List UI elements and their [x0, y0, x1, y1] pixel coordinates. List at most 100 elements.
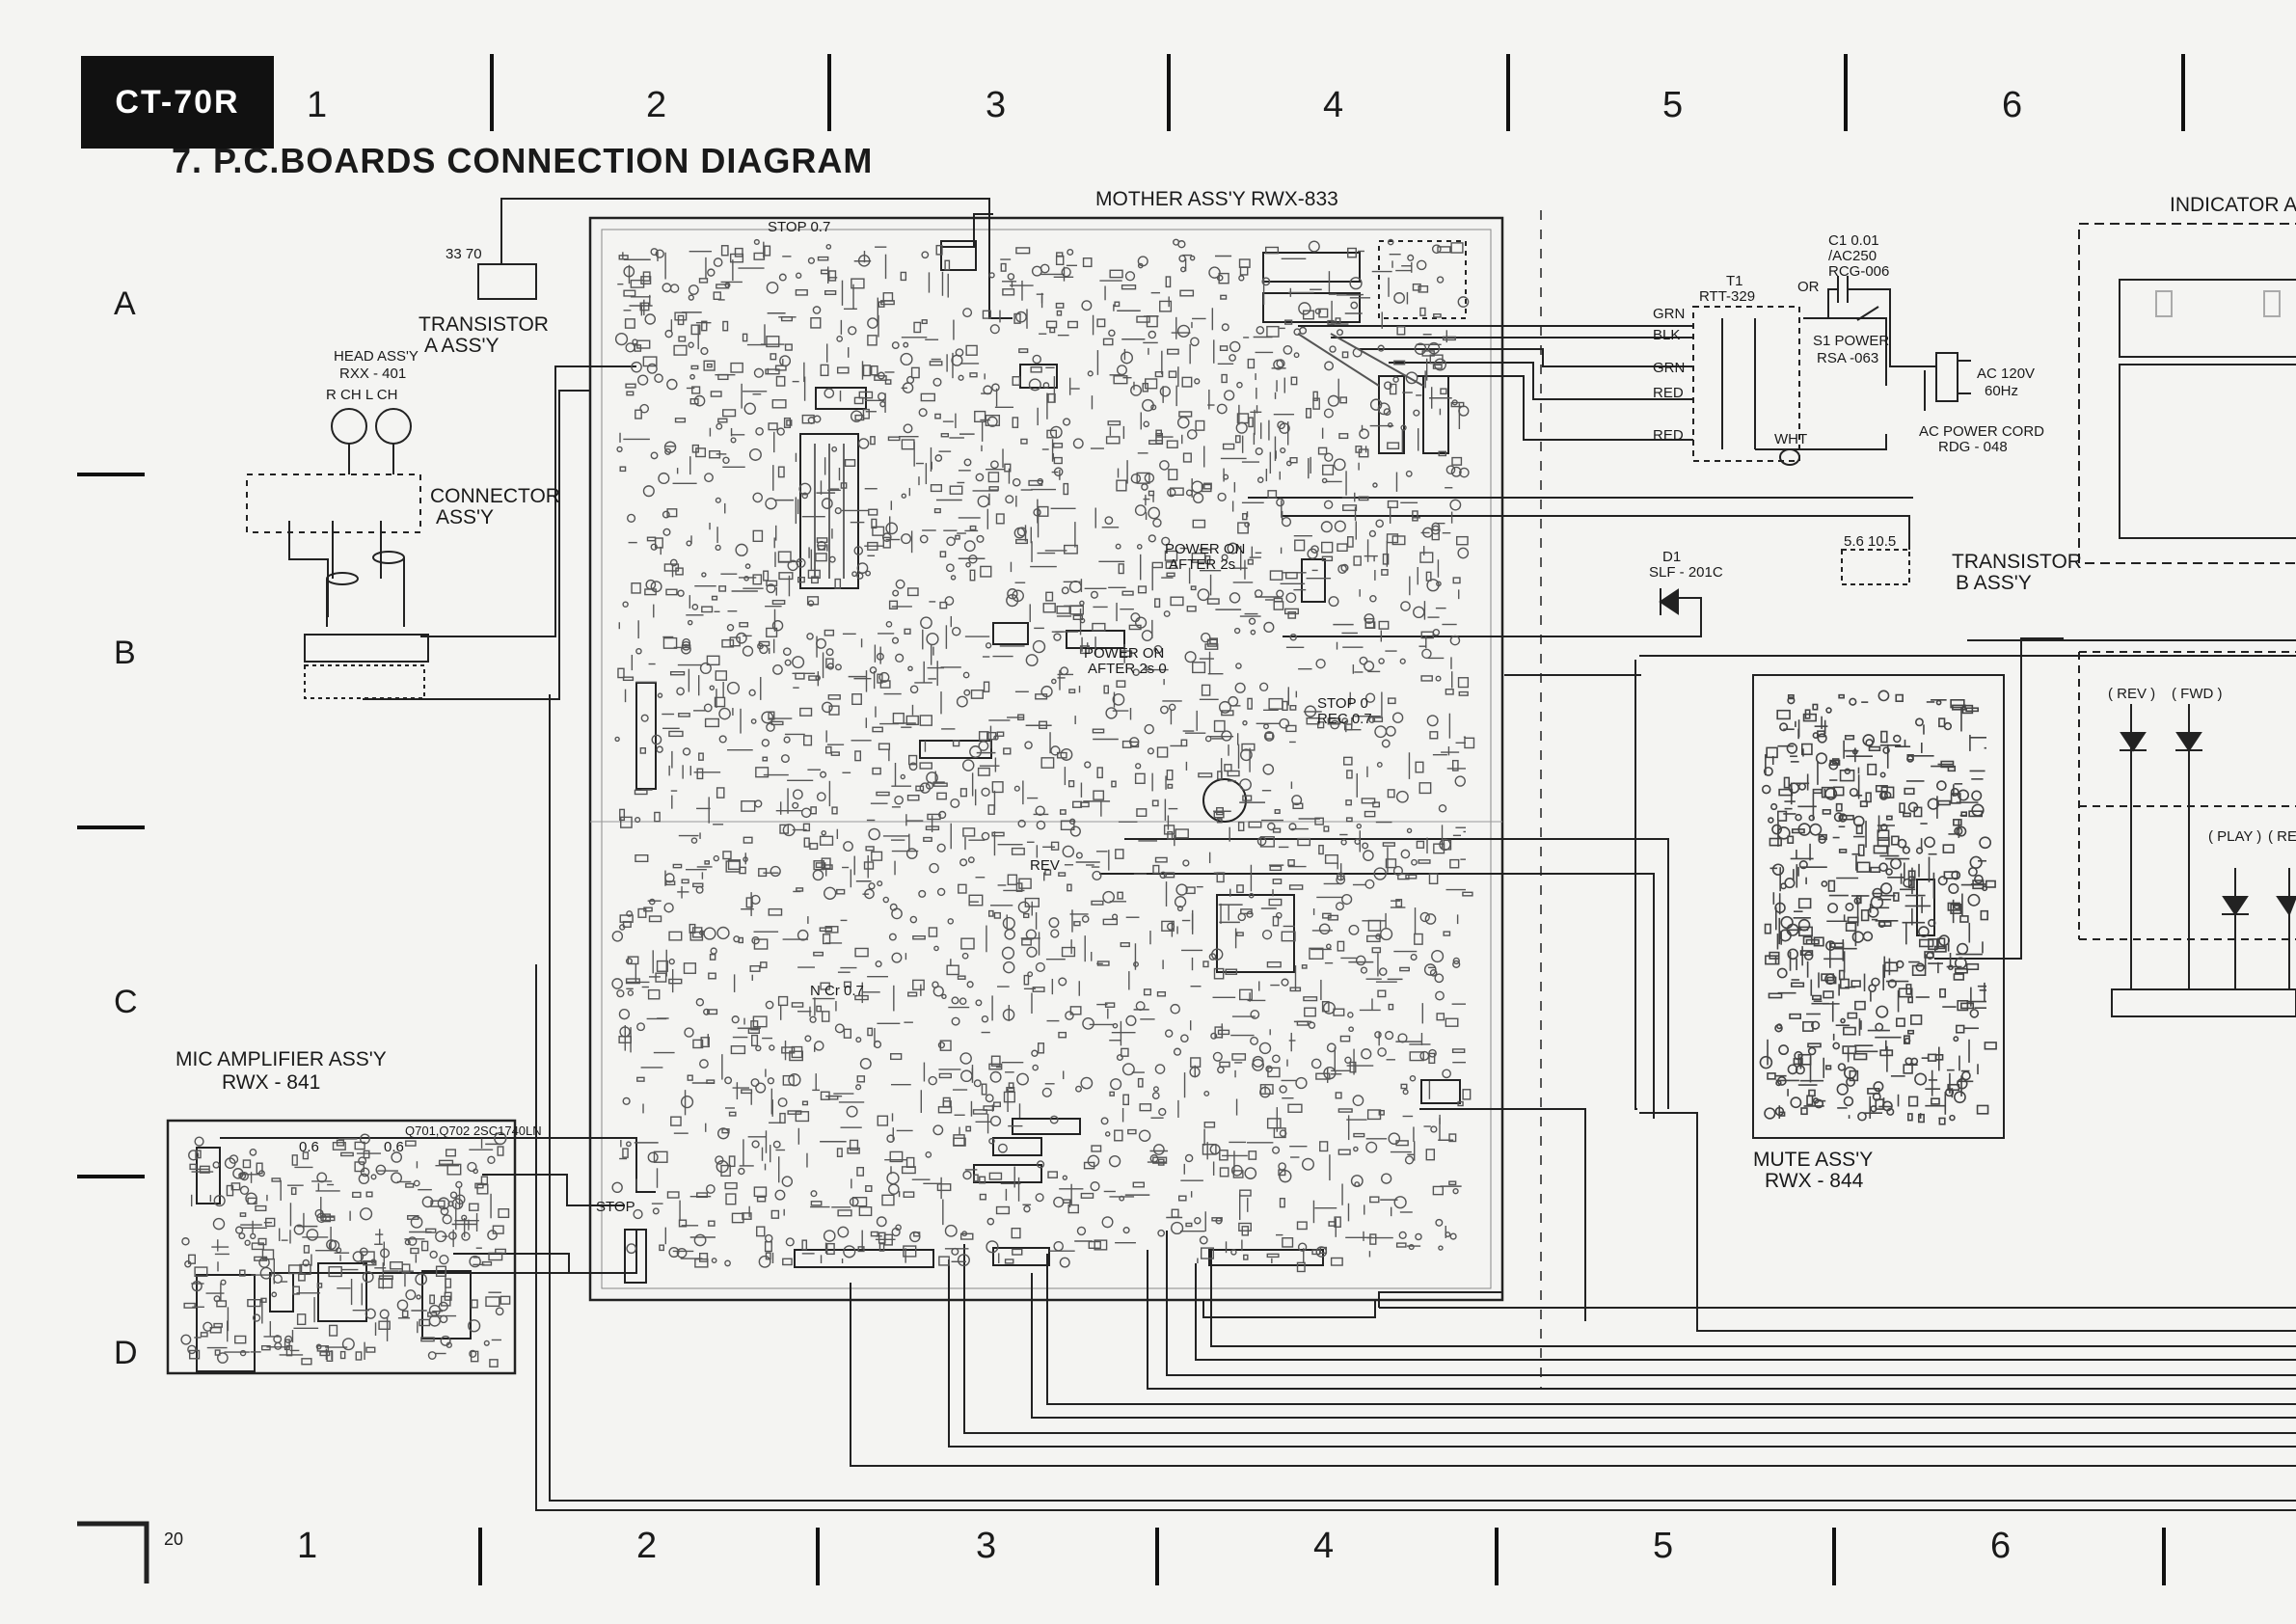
pcb-trace	[862, 408, 870, 420]
pcb-trace	[292, 1286, 301, 1295]
pcb-trace	[1153, 1144, 1165, 1155]
pcb-trace	[1265, 1065, 1273, 1073]
pcb-trace	[188, 1150, 200, 1161]
pcb-trace	[725, 1193, 737, 1205]
pcb-trace	[979, 1176, 986, 1184]
pcb-trace	[1200, 1247, 1215, 1259]
pcb-trace	[483, 1340, 490, 1346]
pcb-trace	[1341, 893, 1353, 906]
pcb-trace	[1958, 789, 1970, 801]
pcb-trace	[1337, 543, 1348, 553]
pcb-trace	[1138, 1129, 1151, 1142]
pcb-trace	[1432, 364, 1443, 369]
pcb-trace	[1393, 292, 1406, 304]
pcb-trace	[1141, 483, 1148, 491]
pcb-trace	[1287, 1103, 1303, 1113]
pcb-trace	[900, 271, 907, 282]
pcb-trace	[239, 1349, 247, 1357]
pcb-trace	[625, 958, 633, 965]
voltage-note: 0.6	[299, 1139, 319, 1155]
pcb-trace	[686, 540, 692, 547]
pcb-trace	[1971, 790, 1983, 801]
pcb-trace	[881, 1194, 895, 1206]
pcb-trace	[1189, 255, 1196, 261]
pcb-trace	[1227, 542, 1239, 555]
pcb-trace	[751, 1034, 759, 1047]
pcb-trace	[1969, 1009, 1980, 1018]
pcb-trace	[792, 789, 803, 800]
pcb-trace	[953, 1134, 965, 1147]
pcb-trace	[938, 1256, 950, 1266]
pcb-trace	[946, 536, 956, 547]
pcb-trace	[1323, 500, 1334, 510]
pcb-trace	[742, 645, 754, 657]
pcb-trace	[1170, 1003, 1180, 1015]
pcb-trace	[1364, 879, 1375, 889]
pcb-trace	[766, 627, 778, 637]
pcb-trace	[489, 1359, 499, 1367]
pcb-trace	[1228, 695, 1239, 707]
pcb-trace	[1017, 714, 1025, 721]
pcb-trace	[926, 632, 939, 646]
pcb-trace	[497, 1146, 504, 1156]
pcb-trace	[1301, 1157, 1315, 1171]
pcb-trace	[1185, 1222, 1193, 1228]
pcb-trace	[1436, 581, 1442, 587]
pcb-trace	[1802, 713, 1817, 722]
pcb-trace	[644, 588, 657, 596]
pcb-trace	[391, 1172, 403, 1184]
mute-assembly-label: RWX - 844	[1765, 1170, 1864, 1192]
pcb-trace	[637, 374, 649, 386]
pcb-trace	[769, 1044, 775, 1051]
pcb-trace	[753, 252, 766, 260]
pcb-trace	[820, 771, 827, 778]
pcb-trace	[698, 752, 704, 761]
pcb-trace	[257, 1170, 265, 1177]
pcb-trace	[1791, 982, 1805, 988]
pcb-trace	[795, 672, 805, 680]
pcb-trace	[296, 1313, 307, 1326]
pcb-trace	[827, 694, 841, 700]
pcb-trace	[1079, 617, 1086, 624]
pcb-trace	[1787, 1064, 1798, 1075]
pcb-trace	[203, 1321, 213, 1332]
pcb-trace	[1368, 529, 1377, 538]
pcb-trace	[1135, 763, 1142, 770]
pcb-trace	[662, 510, 670, 519]
pcb-trace	[1938, 1117, 1946, 1125]
or-label: OR	[1797, 279, 1820, 295]
pcb-trace	[987, 804, 995, 815]
pcb-trace	[1768, 992, 1783, 999]
pcb-trace	[415, 1273, 428, 1286]
pcb-trace	[1004, 929, 1015, 940]
pcb-trace	[1349, 1061, 1357, 1073]
pcb-trace	[836, 1148, 843, 1157]
pcb-trace	[986, 1240, 999, 1254]
pcb-trace	[695, 998, 705, 1007]
pcb-trace	[1060, 666, 1069, 676]
pcb-trace	[1890, 857, 1902, 870]
pcb-trace	[1312, 391, 1318, 401]
pcb-trace	[183, 1302, 196, 1309]
pcb-trace	[1242, 719, 1248, 726]
pcb-trace	[1042, 382, 1050, 389]
pcb-trace	[1957, 942, 1969, 955]
pcb-trace	[1852, 815, 1865, 827]
pcb-trace	[1175, 883, 1188, 896]
pcb-trace	[1079, 645, 1090, 655]
pcb-trace	[1151, 561, 1163, 569]
pcb-trace	[993, 735, 999, 741]
pcb-trace	[715, 670, 728, 681]
board-note: STOP	[596, 1199, 635, 1215]
pcb-trace	[730, 1045, 746, 1055]
pcb-trace	[1382, 553, 1390, 565]
pcb-trace	[1806, 1095, 1814, 1106]
pcb-trace	[1907, 1096, 1919, 1107]
grid-tick	[478, 1528, 482, 1585]
pcb-trace	[1285, 571, 1298, 580]
board-note: REC 0.7	[1317, 711, 1372, 727]
pcb-trace	[637, 907, 647, 918]
pcb-trace	[622, 921, 632, 928]
pcb-trace	[1061, 266, 1071, 278]
pcb-trace	[761, 711, 774, 724]
